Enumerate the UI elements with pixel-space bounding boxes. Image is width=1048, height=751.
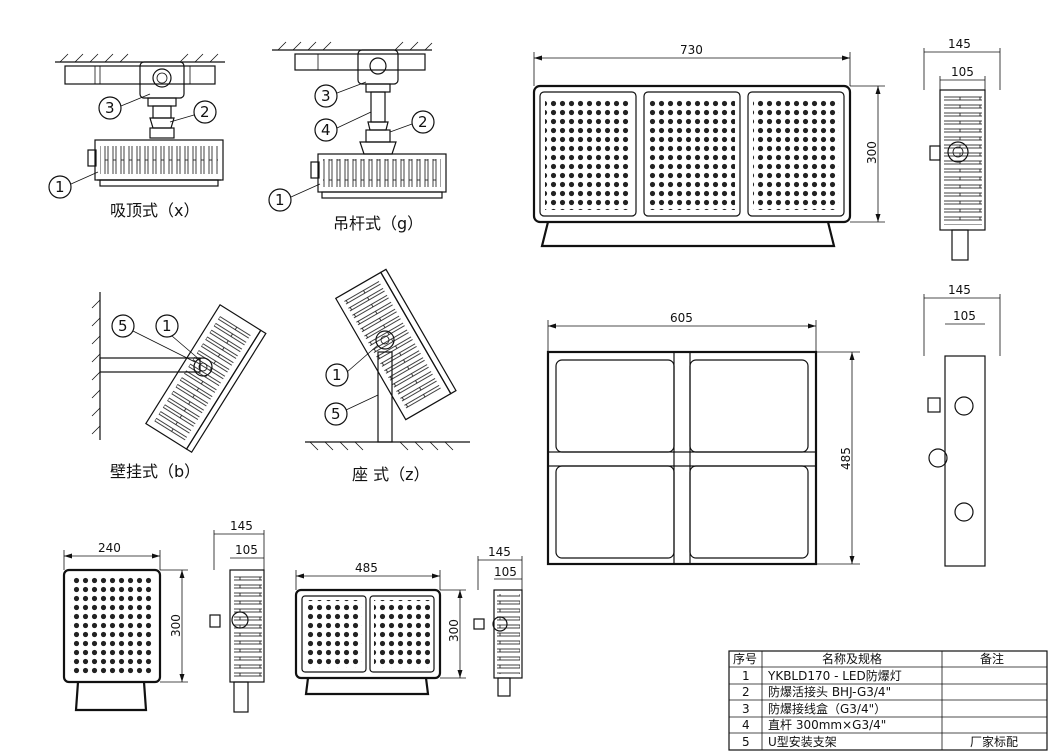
table-cell-note: 厂家标配	[970, 734, 1018, 749]
callout-label: 1	[275, 191, 285, 209]
dim-label: 105	[235, 543, 258, 557]
pendant-mount-label: 吊杆式（g）	[333, 214, 423, 233]
table-cell-no: 3	[742, 702, 750, 716]
callout-label: 3	[321, 87, 331, 105]
callout-label: 1	[55, 178, 65, 196]
dim-label: 105	[953, 309, 976, 323]
dim-label: 485	[355, 561, 378, 575]
single-module-side-view: 145 105	[209, 519, 265, 713]
table-cell-no: 1	[742, 669, 750, 683]
single-module-front-view: 240 300	[62, 541, 188, 712]
table-cell-name: 防爆接线盒（G3/4"）	[768, 701, 886, 716]
pendant-mount-view: 3 4 2 1 吊杆式（g）	[268, 41, 447, 233]
table-header-note: 备注	[980, 651, 1004, 666]
parts-table: 序号 名称及规格 备注 1 YKBLD170 - LED防爆灯 2 防爆活接头 …	[728, 650, 1048, 751]
ceiling-mount-view: 3 2 1 吸顶式（x）	[48, 53, 225, 220]
triple-module-side-view: 145 105	[923, 37, 1001, 261]
wall-mount-label: 壁挂式（b）	[110, 462, 200, 481]
dim-label: 145	[948, 37, 971, 51]
dim-label: 300	[447, 619, 461, 642]
dim-label: 105	[494, 565, 517, 579]
dim-label: 300	[169, 614, 183, 637]
quad-module-front-view: 605 485	[546, 311, 860, 566]
dim-label: 605	[670, 311, 693, 325]
callout-label: 4	[321, 121, 331, 139]
dim-label: 145	[488, 545, 511, 559]
callout-label: 5	[331, 405, 341, 423]
dim-label: 730	[680, 43, 703, 57]
dim-label: 105	[951, 65, 974, 79]
table-cell-name: 防爆活接头 BHJ-G3/4"	[768, 684, 891, 699]
table-cell-no: 2	[742, 685, 750, 699]
table-cell-name: U型安装支架	[768, 734, 837, 749]
table-cell-name: 直杆 300mm×G3/4"	[768, 718, 886, 732]
table-cell-no: 4	[742, 718, 750, 732]
table-header-no: 序号	[733, 651, 757, 666]
dim-label: 485	[839, 447, 853, 470]
table-cell-no: 5	[742, 735, 750, 749]
triple-module-front-view: 730 300	[532, 43, 885, 248]
table-cell-name: YKBLD170 - LED防爆灯	[767, 668, 902, 683]
callout-3	[98, 96, 122, 120]
callout-label: 3	[105, 99, 115, 117]
double-module-front-view: 485 300	[294, 561, 466, 696]
callout-label: 2	[418, 113, 428, 131]
ceiling-mount-label: 吸顶式（x）	[110, 201, 199, 220]
seat-mount-view: 1 5 座 式（z）	[305, 268, 470, 484]
seat-mount-label: 座 式（z）	[352, 465, 430, 484]
dim-label: 300	[865, 141, 879, 164]
table-header-name: 名称及规格	[822, 651, 882, 666]
callout-label: 1	[162, 317, 172, 335]
callout-label: 1	[332, 366, 342, 384]
callout-label: 2	[200, 103, 210, 121]
callout-label: 5	[118, 317, 128, 335]
dim-label: 145	[948, 283, 971, 297]
dim-label: 240	[98, 541, 121, 555]
wall-mount-view: 5 1 壁挂式（b）	[91, 292, 267, 481]
dim-label: 145	[230, 519, 253, 533]
quad-module-side-view: 145 105	[923, 283, 1001, 567]
double-module-side-view: 145 105	[473, 545, 523, 697]
